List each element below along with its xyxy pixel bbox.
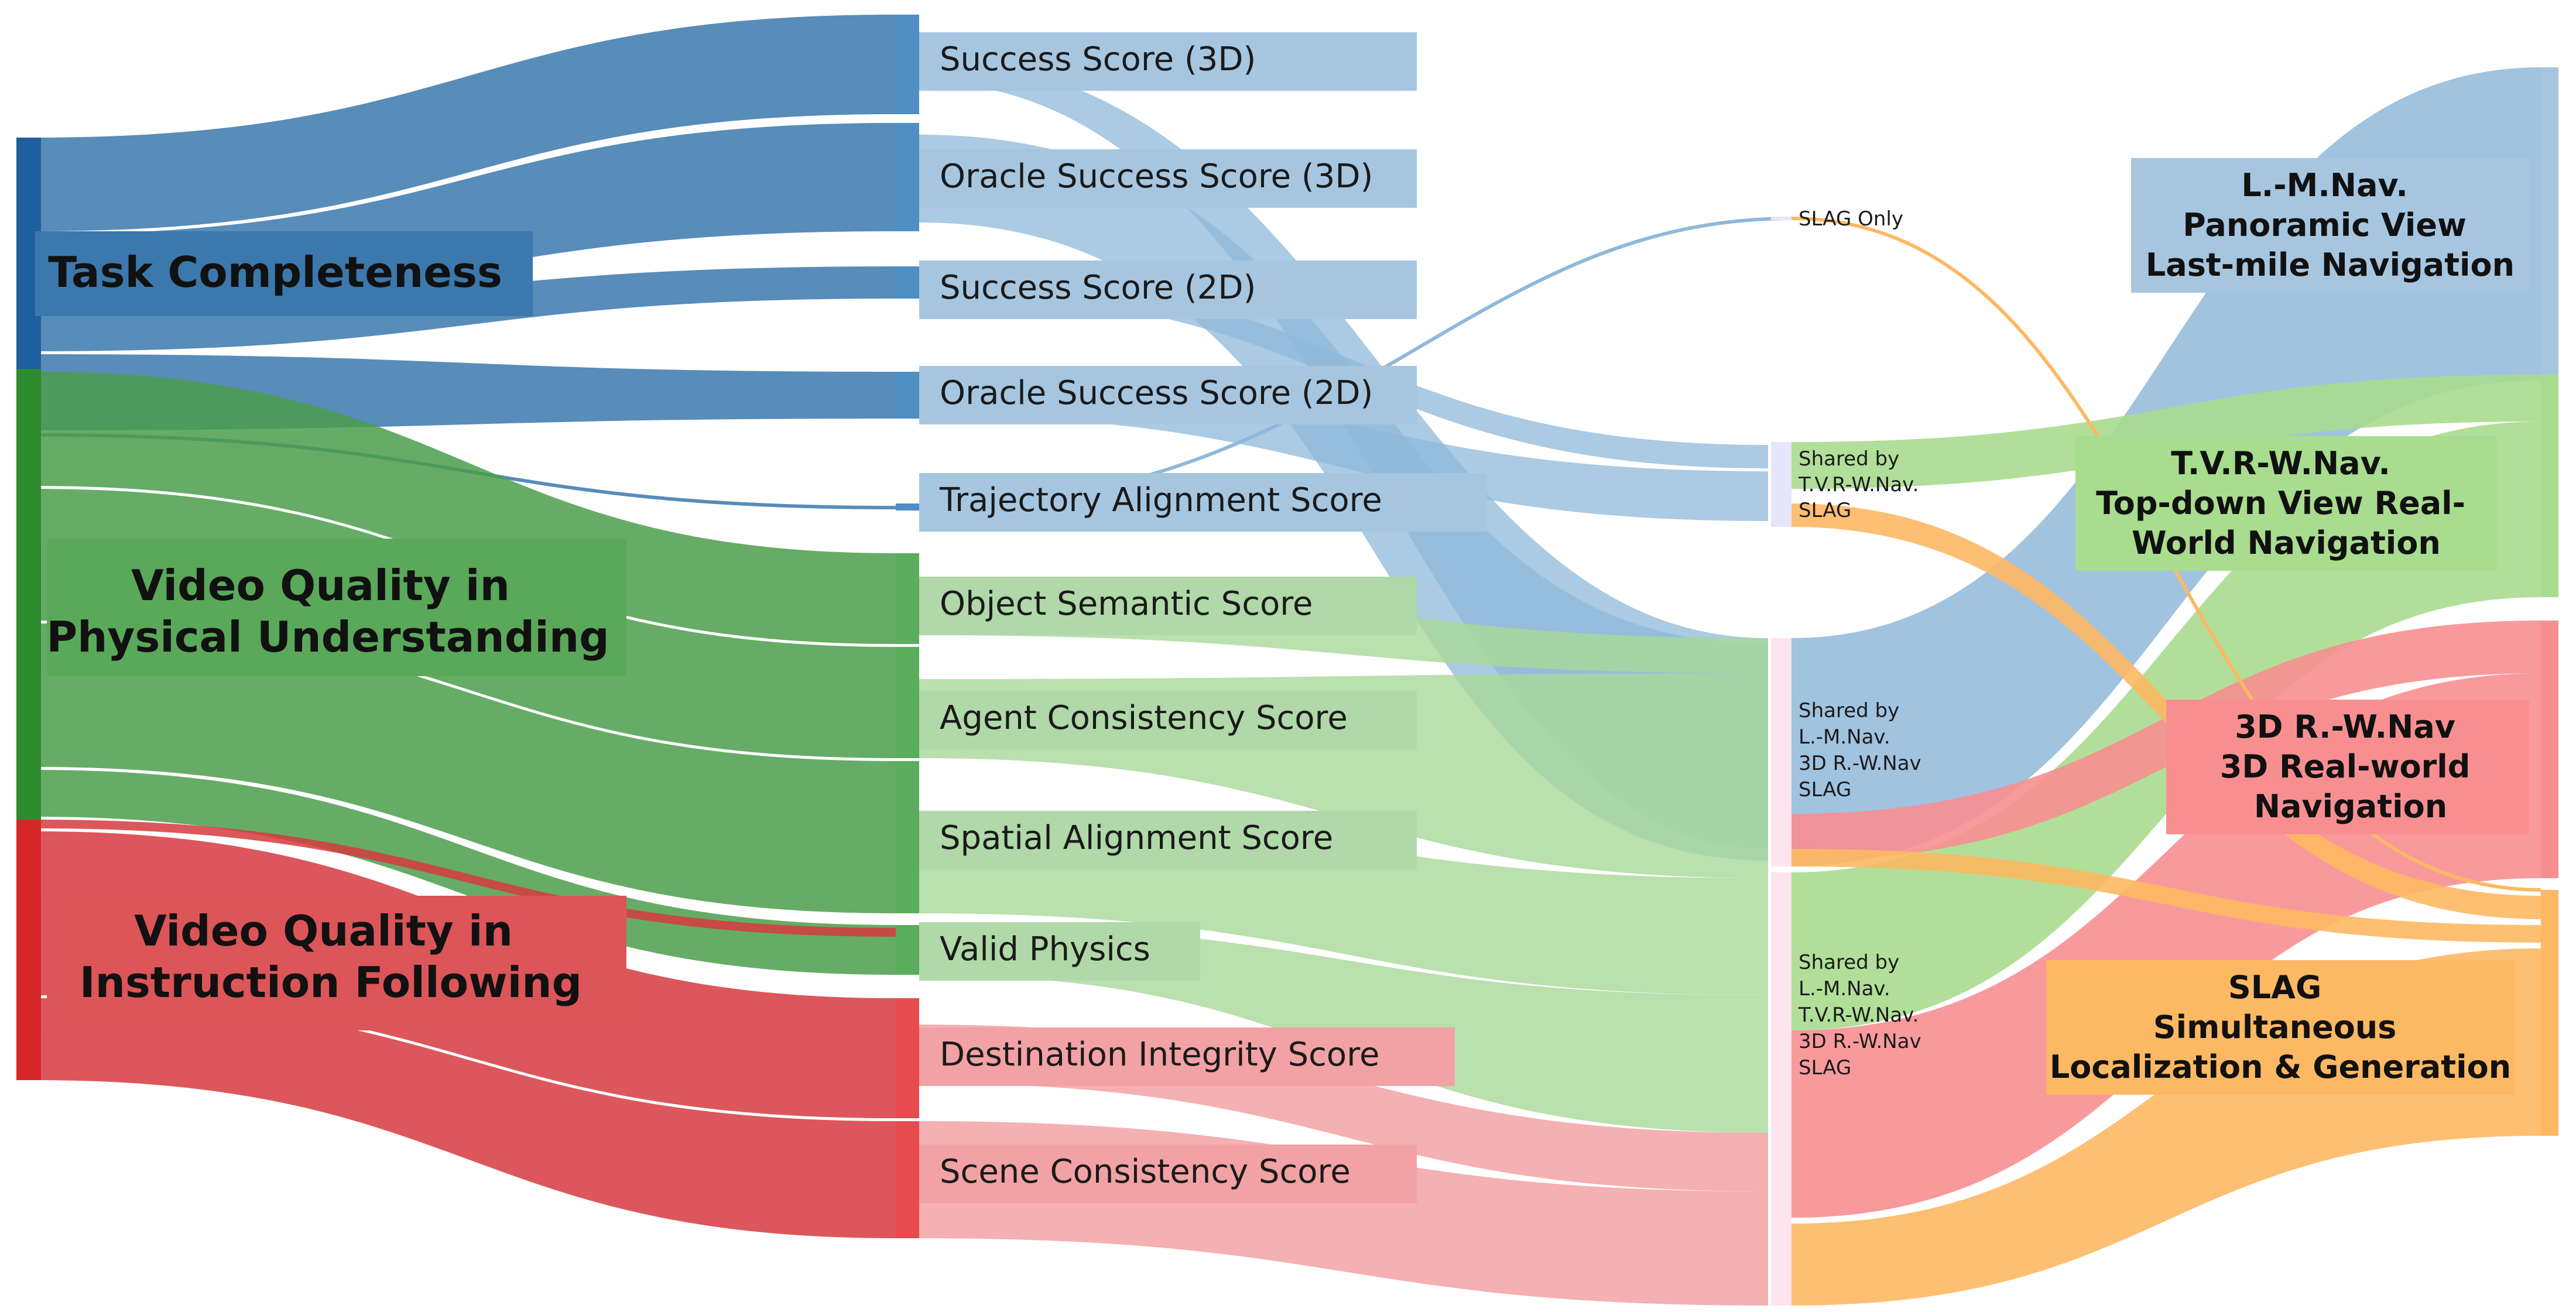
task-labels: L.-M.Nav. Panoramic View Last-mile Navig… <box>2046 158 2529 1095</box>
node-oss3d <box>896 123 919 231</box>
metric-label-tas: Trajectory Alignment Score <box>939 481 1382 519</box>
metric-bg-ss3d <box>919 32 1417 91</box>
flow-task-ss3d <box>35 15 896 231</box>
task-label-tvr: T.V.R-W.Nav. Top-down View Real- World N… <box>2096 445 2476 561</box>
node-ss3d <box>896 15 919 114</box>
metric-label-sas: Spatial Alignment Score <box>940 819 1333 857</box>
node-phys <box>16 369 41 820</box>
node-vp <box>896 925 919 975</box>
metric-bg-acs <box>919 691 1417 749</box>
metric-bg-ss2d <box>919 261 1417 319</box>
task-bg-tvr <box>2075 436 2497 571</box>
node-r3d <box>2541 621 2558 878</box>
task-nodes <box>2541 67 2558 1136</box>
node-lm3d-slag <box>1771 638 1791 866</box>
flow-phys-oss <box>35 372 896 644</box>
node-instr <box>16 820 41 1080</box>
node-tas <box>896 503 919 511</box>
node-oss <box>896 553 919 644</box>
metric-label-oss3d: Oracle Success Score (3D) <box>940 157 1373 196</box>
shared-label-lm3d-slag: Shared by L.-M.Nav. 3D R.-W.Nav SLAG <box>1799 699 1927 801</box>
task-label-r3d: 3D R.-W.Nav 3D Real-world Navigation <box>2220 708 2481 825</box>
metric-label-ss2d: Success Score (2D) <box>940 269 1256 307</box>
metric-nodes <box>896 15 919 1238</box>
task-bg-lmnav <box>2131 158 2529 293</box>
metric-label-vp: Valid Physics <box>940 930 1150 968</box>
metric-label-scs: Scene Consistency Score <box>940 1153 1351 1191</box>
node-slag <box>2541 890 2558 1136</box>
metric-label-oss2d: Oracle Success Score (2D) <box>940 374 1373 412</box>
shared-label-all: Shared by L.-M.Nav. T.V.R-W.Nav. 3D R.-W… <box>1798 951 1927 1080</box>
flow-lm3d-slag <box>1791 849 2541 943</box>
node-ss2d <box>896 266 919 299</box>
task-bg-slag <box>2046 960 2515 1095</box>
label-bg-phys <box>47 539 626 676</box>
metric-labels: Success Score (3D) Oracle Success Score … <box>919 32 1487 1203</box>
category-nodes <box>16 138 41 1080</box>
node-lmnav <box>2541 67 2558 381</box>
metric-shared-flows <box>919 59 1792 1306</box>
metric-bg-tas <box>919 473 1487 532</box>
metric-label-dis: Destination Integrity Score <box>940 1036 1379 1074</box>
metric-label-acs: Agent Consistency Score <box>940 699 1348 737</box>
flow-tvr-tvr <box>1791 375 2541 489</box>
node-tvr <box>2541 375 2558 597</box>
node-oss2d <box>896 372 919 419</box>
shared-label-slag-only: SLAG Only <box>1799 207 1903 231</box>
metric-bg-dis <box>919 1027 1455 1086</box>
label-bg-task <box>35 231 533 316</box>
shared-nodes <box>1771 217 1791 1306</box>
node-sas <box>896 761 919 913</box>
category-label-phys: Video Quality in Physical Understanding <box>46 561 609 662</box>
task-label-lmnav: L.-M.Nav. Panoramic View Last-mile Navig… <box>2146 167 2515 283</box>
metric-bg-scs <box>919 1145 1417 1203</box>
node-scs <box>896 1121 919 1238</box>
shared-label-tvr-slag: Shared by T.V.R-W.Nav. SLAG <box>1798 447 1925 522</box>
metric-label-ss3d: Success Score (3D) <box>940 40 1256 78</box>
metric-label-oss: Object Semantic Score <box>940 585 1313 623</box>
metric-bg-sas <box>919 811 1417 869</box>
metric-bg-vp <box>919 922 1200 981</box>
shared-labels: SLAG Only Shared by T.V.R-W.Nav. SLAG Sh… <box>1798 207 1927 1080</box>
flow-phys-sas <box>35 624 896 913</box>
label-bg-instr <box>47 896 626 1030</box>
metric-bg-oss3d <box>919 149 1417 208</box>
node-all <box>1771 872 1791 1306</box>
category-label-instr: Video Quality in Instruction Following <box>80 906 582 1007</box>
task-label-slag: SLAG Simultaneous Localization & Generat… <box>2050 969 2511 1085</box>
category-label-task: Task Completeness <box>48 248 502 297</box>
category-labels: Task Completeness Video Quality in Physi… <box>35 231 626 1030</box>
metric-bg-oss <box>919 577 1417 635</box>
task-bg-r3d <box>2166 700 2529 834</box>
node-slag-only <box>1771 217 1791 220</box>
node-acs <box>896 647 919 758</box>
flow-instr-vp <box>35 820 896 937</box>
flow-instr-scs <box>35 998 896 1238</box>
node-dis <box>896 998 919 1118</box>
node-tvr-slag <box>1771 442 1791 527</box>
metric-bg-oss2d <box>919 366 1417 424</box>
